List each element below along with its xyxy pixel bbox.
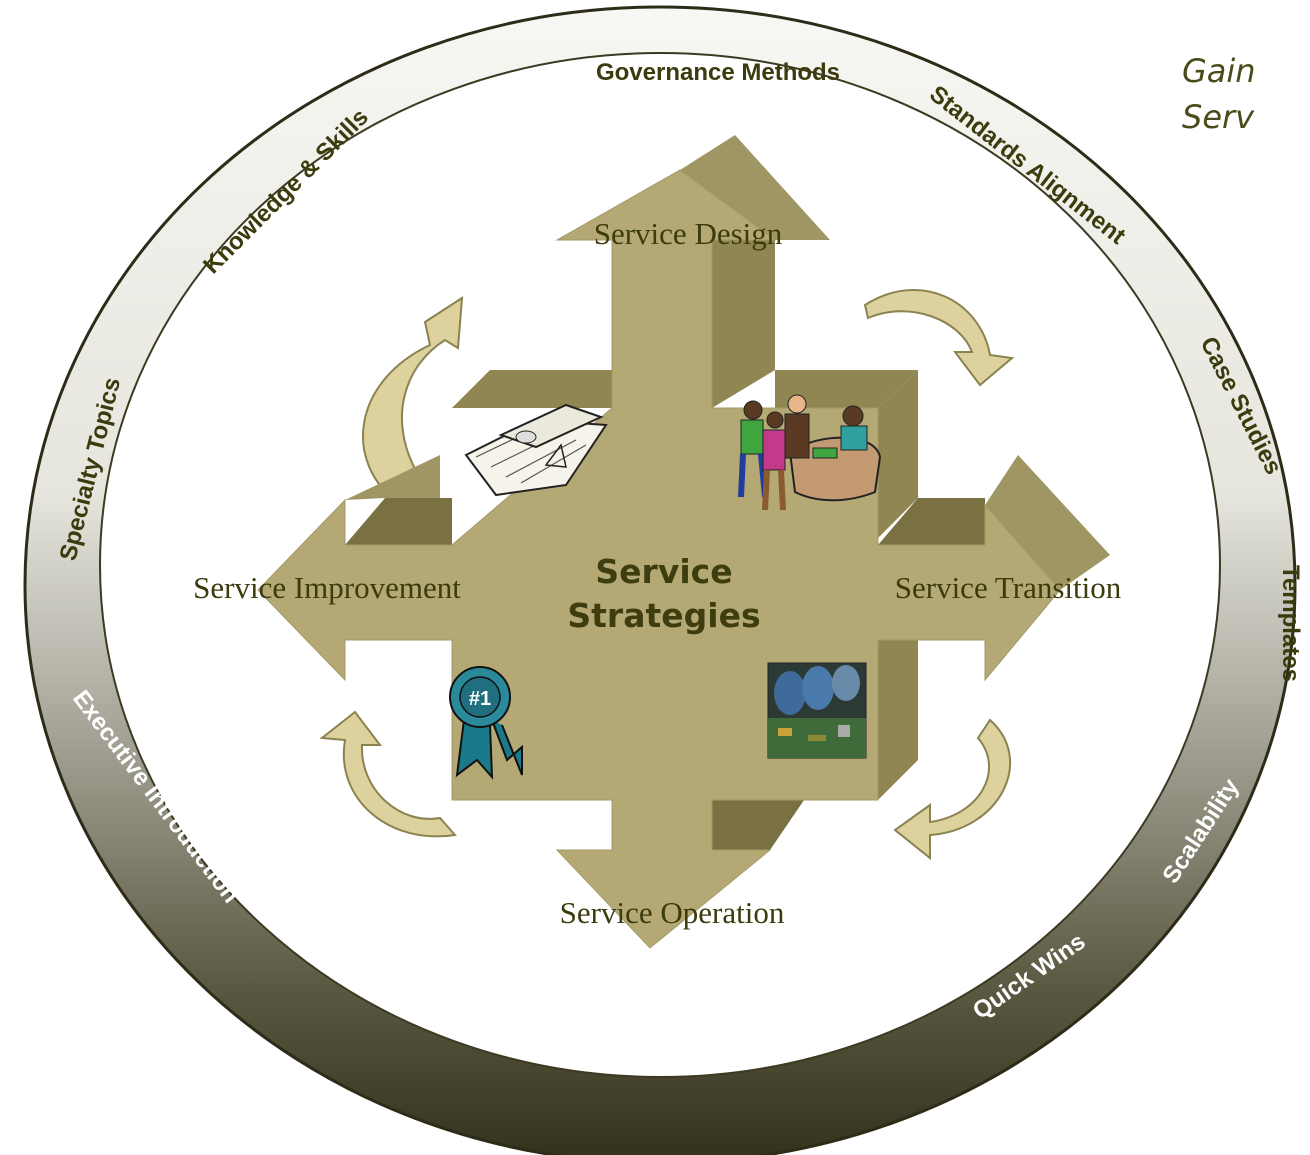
curl-arrow-top-right [863,288,1015,387]
arrow-depth-top-arm [712,240,775,408]
corner-title-line2: Serv [1182,98,1255,136]
corner-title-line1: Gain [1182,52,1256,90]
center-label-line2: Strategies [567,596,760,635]
circuit-board-image [767,662,867,759]
governance-methods-label: Governance Methods [596,59,840,86]
qualifications-label: Qualifications [609,1037,768,1064]
curl-arrow-bottom-right [893,718,1011,861]
service-operation-label: Service Operation [560,895,785,930]
arrow-body-top-face [452,370,612,408]
curl-arrows [319,288,1015,861]
award-ribbon-icon: #1 [449,666,523,780]
arrow-depth-right-lower [878,600,918,800]
corner-title: Gain Serv [1182,52,1256,136]
service-design-label: Service Design [594,216,783,251]
people-clipart [738,394,882,511]
arrow-top-tip-side [680,135,830,240]
blueprint-clipart [464,403,608,497]
arrow-left-arm-top [345,498,452,545]
arrow-body-top-face-right [775,370,918,408]
award-ribbon-text: #1 [469,688,491,710]
service-transition-label: Service Transition [895,570,1122,605]
curl-arrow-bottom-left [319,710,457,838]
service-improvement-label: Service Improvement [193,570,461,605]
curl-arrow-top-left [362,296,464,507]
arrow-depth-right [878,370,918,538]
arrow-right-arm-top [878,498,985,545]
templates-label: Templates [1277,565,1304,682]
center-label-line1: Service [595,552,732,591]
arrow-left-upper-side [345,455,440,500]
arrow-right-tip-side [985,455,1110,590]
